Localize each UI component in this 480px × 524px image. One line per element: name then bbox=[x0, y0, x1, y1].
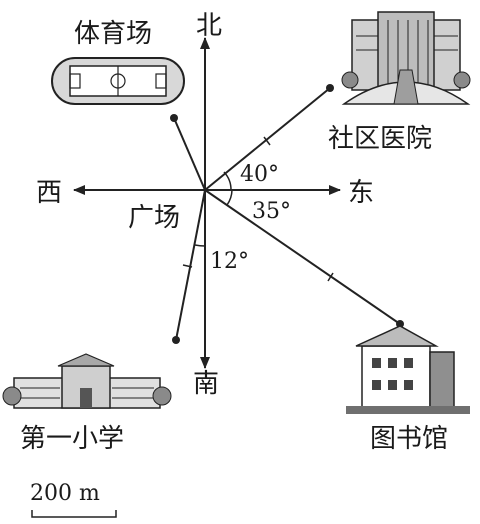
school-point bbox=[172, 336, 180, 344]
line-to-school bbox=[175, 189, 206, 341]
west-label: 西 bbox=[36, 178, 62, 208]
angle-label-library: 35° bbox=[252, 199, 291, 224]
tick-clinic bbox=[263, 136, 271, 146]
tick-library bbox=[327, 272, 334, 282]
scale-label: 200 m bbox=[30, 481, 100, 506]
angle-arc-library bbox=[226, 189, 233, 206]
hospital-icon bbox=[341, 11, 471, 105]
school-icon bbox=[2, 353, 172, 409]
library-icon bbox=[346, 325, 470, 414]
angle-arc-clinic bbox=[223, 171, 232, 191]
stadium-icon bbox=[51, 57, 185, 105]
center-label: 广场 bbox=[128, 203, 180, 233]
line-to-stadium bbox=[173, 117, 206, 191]
angle-label-clinic: 40° bbox=[240, 162, 279, 187]
clinic-label: 社区医院 bbox=[328, 124, 432, 154]
south-label: 南 bbox=[193, 369, 219, 399]
tick-school bbox=[182, 264, 193, 268]
clinic-point bbox=[326, 84, 334, 92]
school-label: 第一小学 bbox=[20, 424, 124, 454]
stadium-label: 体育场 bbox=[74, 19, 152, 49]
angle-label-school: 12° bbox=[210, 249, 249, 274]
line-to-library bbox=[204, 189, 401, 325]
stadium-point bbox=[170, 114, 178, 122]
north-label: 北 bbox=[196, 11, 222, 41]
library-label: 图书馆 bbox=[370, 424, 448, 454]
library-point bbox=[396, 320, 404, 328]
angle-arc-school bbox=[194, 244, 206, 247]
east-label: 东 bbox=[348, 178, 374, 208]
scale-bar bbox=[31, 510, 117, 518]
